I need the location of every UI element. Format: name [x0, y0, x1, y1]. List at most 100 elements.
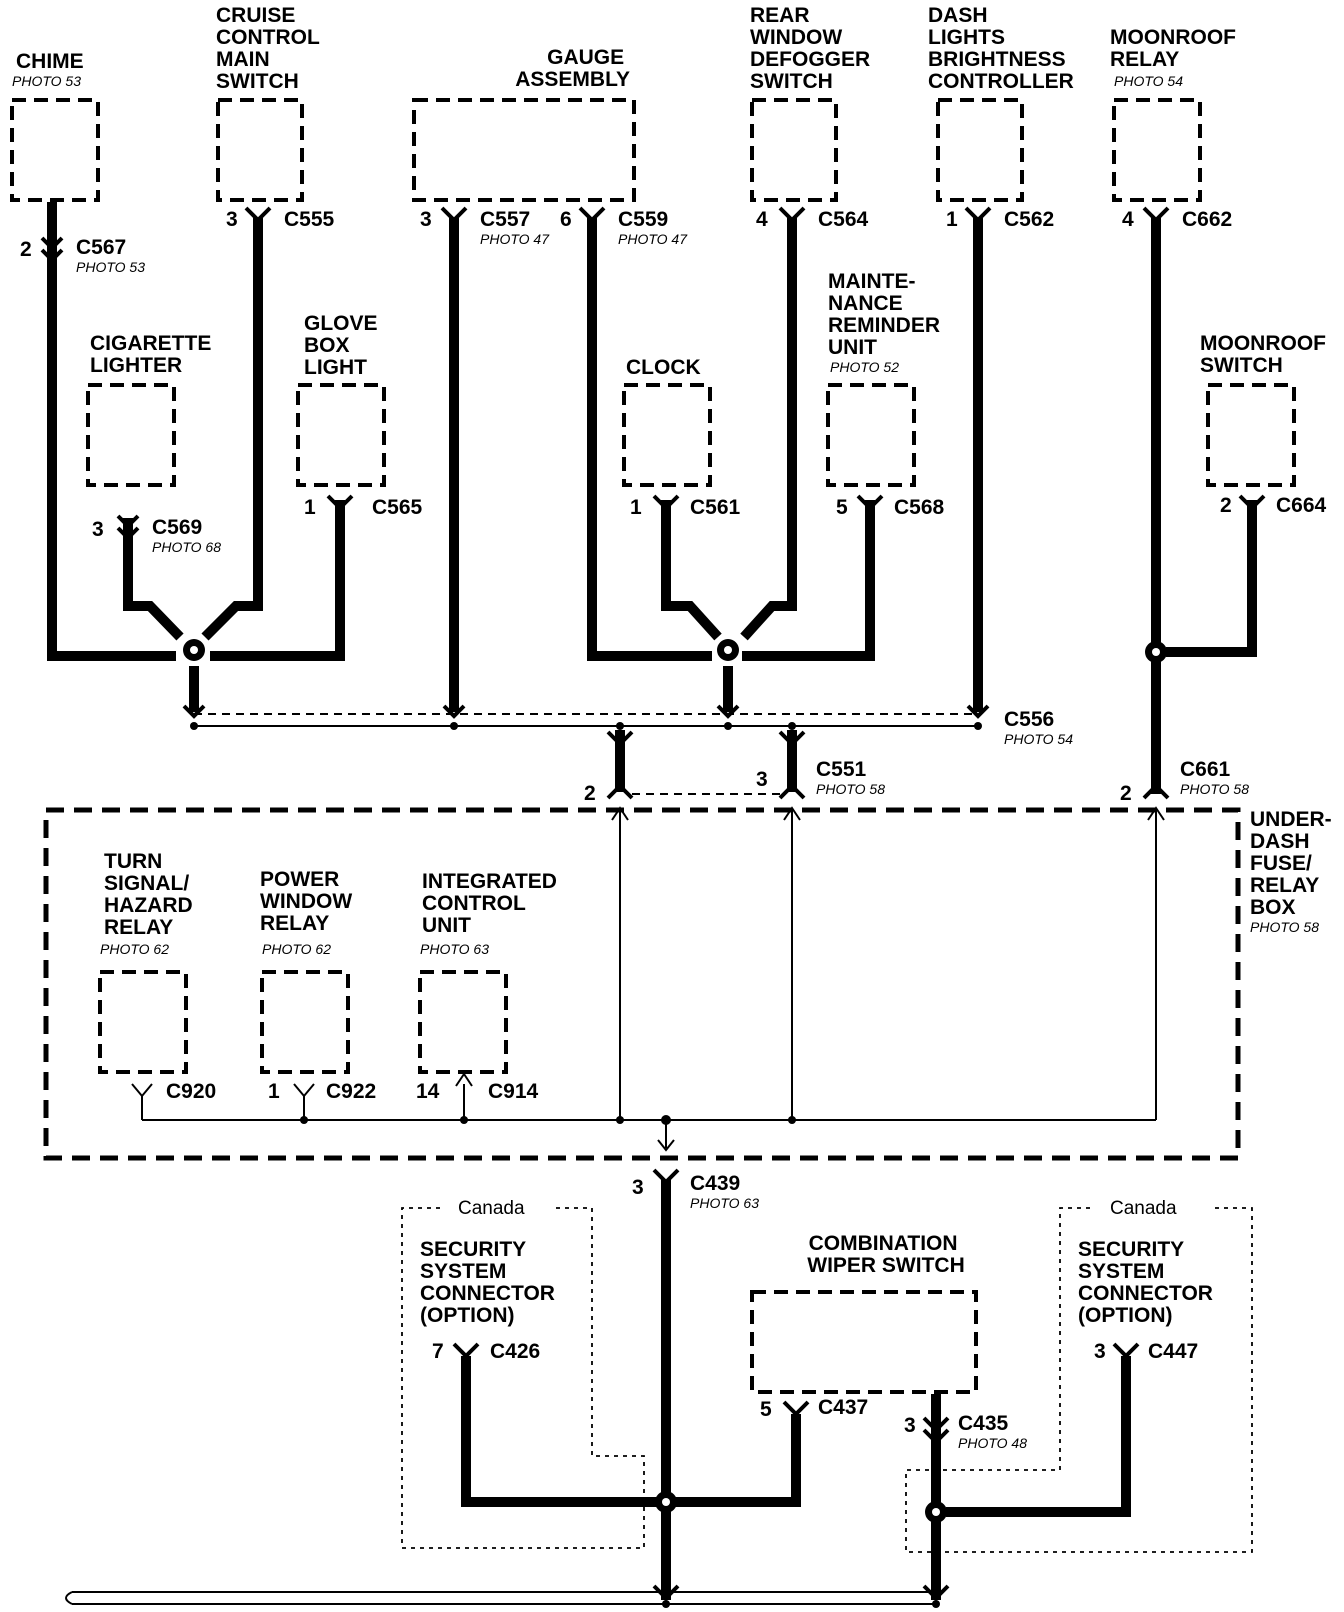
c922-pin-num: 1	[268, 1080, 280, 1103]
power-window-relay-box	[260, 970, 350, 1074]
c662-id: C662	[1182, 208, 1232, 231]
moonroof-switch-box	[1206, 383, 1296, 487]
c447-pin-num: 3	[1094, 1340, 1106, 1363]
c664-pin	[1238, 494, 1266, 511]
wire-c426	[461, 1356, 660, 1507]
clock-label: CLOCK	[626, 356, 701, 379]
chime-box	[10, 98, 100, 202]
integrated-control-unit-box	[418, 970, 508, 1074]
c559-pin	[578, 206, 606, 223]
maintenance-reminder-box	[826, 383, 916, 487]
internal-dots	[300, 1115, 796, 1125]
c561-pin	[652, 494, 680, 511]
c556-photo: PHOTO 54	[1004, 731, 1073, 747]
maint-photo: PHOTO 52	[830, 359, 899, 375]
c567-photo: PHOTO 53	[76, 259, 145, 275]
bottom-bus-dot-left	[662, 1600, 670, 1608]
c551-pins	[606, 730, 1170, 800]
c559-photo: PHOTO 47	[618, 231, 688, 247]
c447-id: C447	[1148, 1340, 1198, 1363]
c568-pin-num: 5	[836, 496, 848, 519]
c559-pin-num: 6	[560, 208, 572, 231]
wire-chime	[47, 202, 176, 661]
c551-pin-b: 3	[756, 768, 768, 791]
c661-id: C661	[1180, 758, 1231, 781]
cigarette-lighter-box	[86, 383, 176, 487]
c555-id: C555	[284, 208, 335, 231]
splice-left-inner	[190, 646, 198, 654]
splice-bottom-left-inner	[662, 1498, 670, 1506]
wire-gauge-c559	[587, 218, 712, 661]
c564-id: C564	[818, 208, 869, 231]
c662-pin	[1142, 206, 1170, 223]
c567-id: C567	[76, 236, 126, 259]
c568-pin	[856, 494, 884, 511]
underdash-photo: PHOTO 58	[1250, 919, 1319, 935]
underdash-label: UNDER- DASH FUSE/ RELAY BOX	[1250, 808, 1338, 919]
c664-pin-num: 2	[1220, 494, 1232, 517]
c569-pin	[116, 514, 140, 541]
c435-id: C435	[958, 1412, 1009, 1435]
dash-controller-box	[936, 98, 1024, 202]
c569-photo: PHOTO 68	[152, 539, 221, 555]
splice-moonroof-inner	[1152, 648, 1160, 656]
c557-pin	[440, 206, 468, 223]
c551-id: C551	[816, 758, 867, 781]
defogger-switch-box	[750, 98, 838, 202]
turn-photo: PHOTO 62	[100, 941, 169, 957]
glovebox-label: GLOVE BOX LIGHT	[304, 312, 383, 379]
bottom-pins	[452, 1342, 1140, 1601]
c555-pin-num: 3	[226, 208, 238, 231]
c551-photo: PHOTO 58	[816, 781, 885, 797]
c559-id: C559	[618, 208, 668, 231]
bottom-bus-end	[65, 1591, 73, 1605]
wire-cruise	[201, 218, 263, 641]
internal-pins	[131, 1083, 315, 1098]
c562-id: C562	[1004, 208, 1054, 231]
icu-photo: PHOTO 63	[420, 941, 489, 957]
c556-pins	[182, 704, 990, 730]
c569-id: C569	[152, 516, 202, 539]
c557-pin-num: 3	[420, 208, 432, 231]
splice-bottom-right-inner	[932, 1508, 940, 1516]
c661-pin-num: 2	[1120, 782, 1132, 805]
moonroof-relay-photo: PHOTO 54	[1114, 73, 1183, 89]
turn-signal-relay-box	[98, 970, 188, 1074]
c435-pin-num: 3	[904, 1414, 916, 1437]
defogger-label: REAR WINDOW DEFOGGER SWITCH	[750, 4, 876, 93]
canada-right-outline	[905, 1207, 1253, 1553]
bottom-bus-dot-right	[932, 1600, 940, 1608]
wire-maint	[742, 500, 875, 661]
powerwin-label: POWER WINDOW RELAY	[260, 868, 358, 935]
wire-c437	[672, 1414, 801, 1507]
chime-photo: PHOTO 53	[12, 73, 81, 89]
moonroof-relay-label: MOONROOF RELAY	[1110, 26, 1242, 71]
lighter-label: CIGARETTE LIGHTER	[90, 332, 217, 377]
c565-id: C565	[372, 496, 423, 519]
moonroof-switch-label: MOONROOF SWITCH	[1200, 332, 1332, 377]
clock-box	[622, 383, 712, 487]
wiper-label: COMBINATION WIPER SWITCH	[807, 1232, 965, 1277]
c555-pin	[244, 206, 272, 223]
wiper-switch-box	[750, 1290, 978, 1394]
moonroof-relay-box	[1112, 98, 1202, 202]
bottom-bus	[72, 1591, 936, 1605]
c920-id: C920	[166, 1080, 216, 1103]
c569-pin-num: 3	[92, 518, 104, 541]
c568-id: C568	[894, 496, 945, 519]
wire-c447	[946, 1356, 1131, 1517]
wire-defogger	[740, 218, 797, 641]
c564-pin	[778, 206, 806, 223]
dash-label: DASH LIGHTS BRIGHTNESS CONTROLLER	[928, 4, 1074, 93]
c439-id: C439	[690, 1172, 740, 1195]
under-dash-fuse-relay-box	[43, 807, 1241, 1161]
c437-id: C437	[818, 1396, 868, 1419]
c557-id: C557	[480, 208, 530, 231]
canada-right-label: Canada	[1110, 1198, 1177, 1219]
glove-box-light-box	[296, 383, 386, 487]
c556-id: C556	[1004, 708, 1054, 731]
c662-pin-num: 4	[1122, 208, 1134, 231]
c557-photo: PHOTO 47	[480, 231, 550, 247]
wire-lighter	[123, 518, 184, 641]
